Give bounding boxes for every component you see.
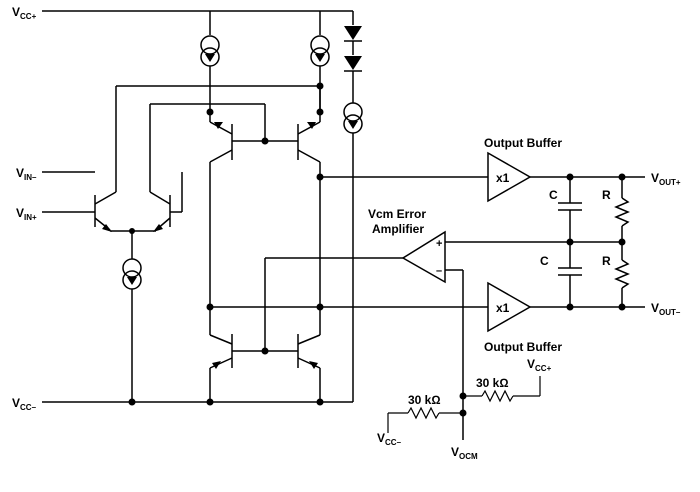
label-vocm: VOCM <box>451 445 478 461</box>
label-c-bottom: C <box>540 254 549 268</box>
label-vcc-pos: VCC+ <box>12 5 37 21</box>
resistor-30k-right <box>463 376 541 403</box>
current-source-icon <box>343 102 363 134</box>
label-r-top: R <box>602 188 611 202</box>
label-vcc-neg: VCC– <box>12 396 37 412</box>
output-buffer-bottom <box>487 281 532 333</box>
label-c-top: C <box>549 188 558 202</box>
vcm-amp-plus: + <box>436 238 442 250</box>
vcm-amp-minus: – <box>436 265 442 277</box>
vcm-amp-title-line1: Vcm Error <box>368 207 426 221</box>
label-vin-neg: VIN– <box>16 166 37 182</box>
label-vin-pos: VIN+ <box>16 206 37 222</box>
npn-transistor-icon <box>149 191 177 232</box>
diode-icon <box>344 56 362 72</box>
label-divider-vcc-neg: VCC– <box>377 431 402 447</box>
resistor-30k-left <box>387 406 463 433</box>
vcm-error-amplifier <box>401 230 446 284</box>
npn-transistor-icon <box>209 334 233 369</box>
label-vout-pos: VOUT+ <box>651 171 681 187</box>
resistor-bottom <box>614 242 630 307</box>
capacitor-bottom <box>558 242 582 307</box>
current-source-icon <box>122 258 142 290</box>
output-buffer-top <box>487 151 532 203</box>
current-source-icon <box>310 35 330 67</box>
npn-transistor-icon <box>86 191 117 232</box>
vcm-amp-title-line2: Amplifier <box>372 222 424 236</box>
capacitor-top <box>558 177 582 242</box>
output-buffer-bottom-title: Output Buffer <box>484 340 562 354</box>
diode-icon <box>344 26 362 42</box>
pnp-transistor-icon <box>209 112 233 163</box>
label-res-right: 30 kΩ <box>476 376 509 390</box>
npn-transistor-icon <box>297 334 321 369</box>
label-vout-neg: VOUT– <box>651 301 681 317</box>
label-divider-vcc-pos: VCC+ <box>527 357 552 373</box>
output-buffer-bottom-gain: x1 <box>496 301 510 315</box>
pnp-transistor-icon <box>297 112 321 163</box>
label-res-left: 30 kΩ <box>408 393 441 407</box>
label-r-bottom: R <box>602 254 611 268</box>
output-buffer-top-title: Output Buffer <box>484 136 562 150</box>
current-source-icon <box>200 35 220 67</box>
output-buffer-top-gain: x1 <box>496 171 510 185</box>
resistor-top <box>614 177 630 242</box>
